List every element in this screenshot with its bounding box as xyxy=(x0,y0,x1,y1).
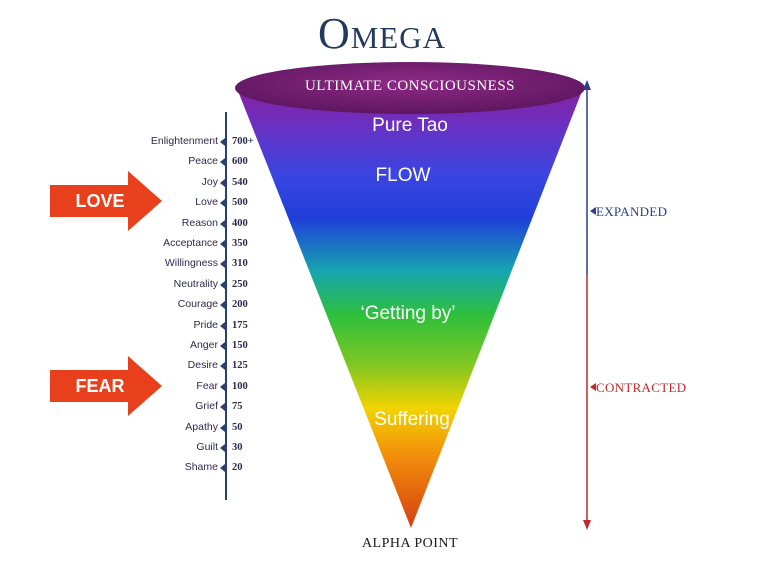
scale-level-name: Willingness xyxy=(164,257,218,270)
contracted-arrow-head xyxy=(583,520,591,530)
scale-level-row: Joy 540 xyxy=(100,176,260,192)
alpha-point-label: ALPHA POINT xyxy=(361,536,459,551)
scale-tick-icon xyxy=(220,178,225,187)
scale-level-value: 350 xyxy=(232,238,248,249)
band-label-flow: FLOW xyxy=(375,165,431,186)
scale-tick-icon xyxy=(220,464,225,473)
scale-level-row: Shame 20 xyxy=(100,461,260,477)
scale-level-name: Acceptance xyxy=(163,237,218,249)
expanded-tick xyxy=(590,207,596,215)
scale-tick-icon xyxy=(220,260,225,269)
scale-level-name: Guilt xyxy=(196,441,218,453)
love-callout: LOVE xyxy=(50,171,164,231)
scale-level-row: Guilt 30 xyxy=(100,441,260,457)
scale-tick-icon xyxy=(220,158,225,167)
scale-level-value: 200 xyxy=(232,299,248,311)
scale-level-name: Peace xyxy=(188,155,218,168)
scale-level-value: 100 xyxy=(232,380,248,392)
scale-level-row: Enlightenment 700+ xyxy=(100,135,260,151)
ultimate-consciousness-label: ULTIMATE CONSCIOUSNESS xyxy=(304,78,516,94)
scale-tick-icon xyxy=(220,342,225,350)
scale-level-value: 400 xyxy=(232,217,248,229)
band-label-pure-tao: Pure Tao xyxy=(372,115,448,136)
expanded-arrow-head xyxy=(583,80,591,90)
scale-tick-icon xyxy=(220,362,225,371)
scale-level-row: Love 500 xyxy=(100,196,260,212)
band-label-getting-by: ‘Getting by’ xyxy=(360,303,456,324)
page-title: Omega xyxy=(317,9,447,58)
funnel-cone xyxy=(236,86,584,528)
scale-level-row: Willingness 310 xyxy=(100,257,260,273)
scale-tick-icon xyxy=(220,444,225,452)
love-callout-label: LOVE xyxy=(75,191,125,211)
band-label-suffering: Suffering xyxy=(374,409,450,430)
scale-tick-icon xyxy=(220,321,225,330)
scale-tick-icon xyxy=(220,403,225,412)
scale-level-value: 310 xyxy=(232,258,248,270)
scale-level-value: 700+ xyxy=(232,136,254,147)
scale-tick-icon xyxy=(220,240,225,248)
scale-level-row: Peace 600 xyxy=(100,155,260,171)
scale-level-row: Fear 100 xyxy=(100,380,260,396)
scale-tick-icon xyxy=(220,219,225,228)
scale-level-name: Joy xyxy=(201,175,218,188)
funnel-rim xyxy=(235,62,585,114)
fear-arrow-icon xyxy=(50,356,162,416)
scale-level-value: 150 xyxy=(232,340,248,351)
scale-level-value: 30 xyxy=(232,442,243,453)
contracted-tick xyxy=(590,383,596,391)
love-arrow-icon xyxy=(50,171,162,231)
scale-level-name: Fear xyxy=(196,379,218,392)
scale-tick-icon xyxy=(220,382,225,391)
scale-level-row: Anger 150 xyxy=(100,339,260,355)
scale-tick-icon xyxy=(220,280,225,289)
scale-level-row: Grief 75 xyxy=(100,400,260,416)
scale-tick-icon xyxy=(220,199,225,208)
scale-level-name: Love xyxy=(195,196,218,209)
scale-level-name: Shame xyxy=(184,461,218,474)
scale-level-name: Reason xyxy=(181,216,218,229)
scale-level-name: Apathy xyxy=(185,420,218,433)
scale-level-name: Anger xyxy=(189,339,218,351)
scale-level-row: Pride 175 xyxy=(100,319,260,335)
scale-level-name: Neutrality xyxy=(173,277,218,290)
scale-tick-icon xyxy=(220,423,225,432)
scale-level-value: 50 xyxy=(232,421,243,433)
scale-tick-icon xyxy=(220,301,225,310)
scale-level-value: 600 xyxy=(232,156,248,168)
scale-level-value: 500 xyxy=(232,197,248,209)
scale-level-name: Courage xyxy=(177,298,218,311)
scale-level-row: Acceptance 350 xyxy=(100,237,260,253)
scale-level-row: Apathy 50 xyxy=(100,421,260,437)
expanded-label: EXPANDED xyxy=(596,204,668,219)
scale-level-value: 20 xyxy=(232,462,243,474)
scale-level-row: Courage 200 xyxy=(100,298,260,314)
scale-level-value: 175 xyxy=(232,319,248,331)
scale-level-name: Pride xyxy=(193,318,218,331)
scale-level-row: Reason 400 xyxy=(100,217,260,233)
scale-level-row: Desire 125 xyxy=(100,359,260,375)
scale-level-name: Enlightenment xyxy=(150,135,218,147)
scale-axis-line xyxy=(225,112,227,500)
scale-level-name: Desire xyxy=(187,359,218,372)
scale-level-value: 75 xyxy=(232,401,243,413)
scale-tick-icon xyxy=(220,138,225,146)
scale-level-value: 125 xyxy=(232,360,248,372)
fear-callout-label: FEAR xyxy=(75,376,125,396)
scale-level-value: 250 xyxy=(232,278,248,290)
scale-level-name: Grief xyxy=(195,400,218,413)
contracted-label: CONTRACTED xyxy=(596,380,687,395)
fear-callout: FEAR xyxy=(50,356,164,416)
scale-level-value: 540 xyxy=(232,176,248,188)
scale-level-row: Neutrality 250 xyxy=(100,278,260,294)
